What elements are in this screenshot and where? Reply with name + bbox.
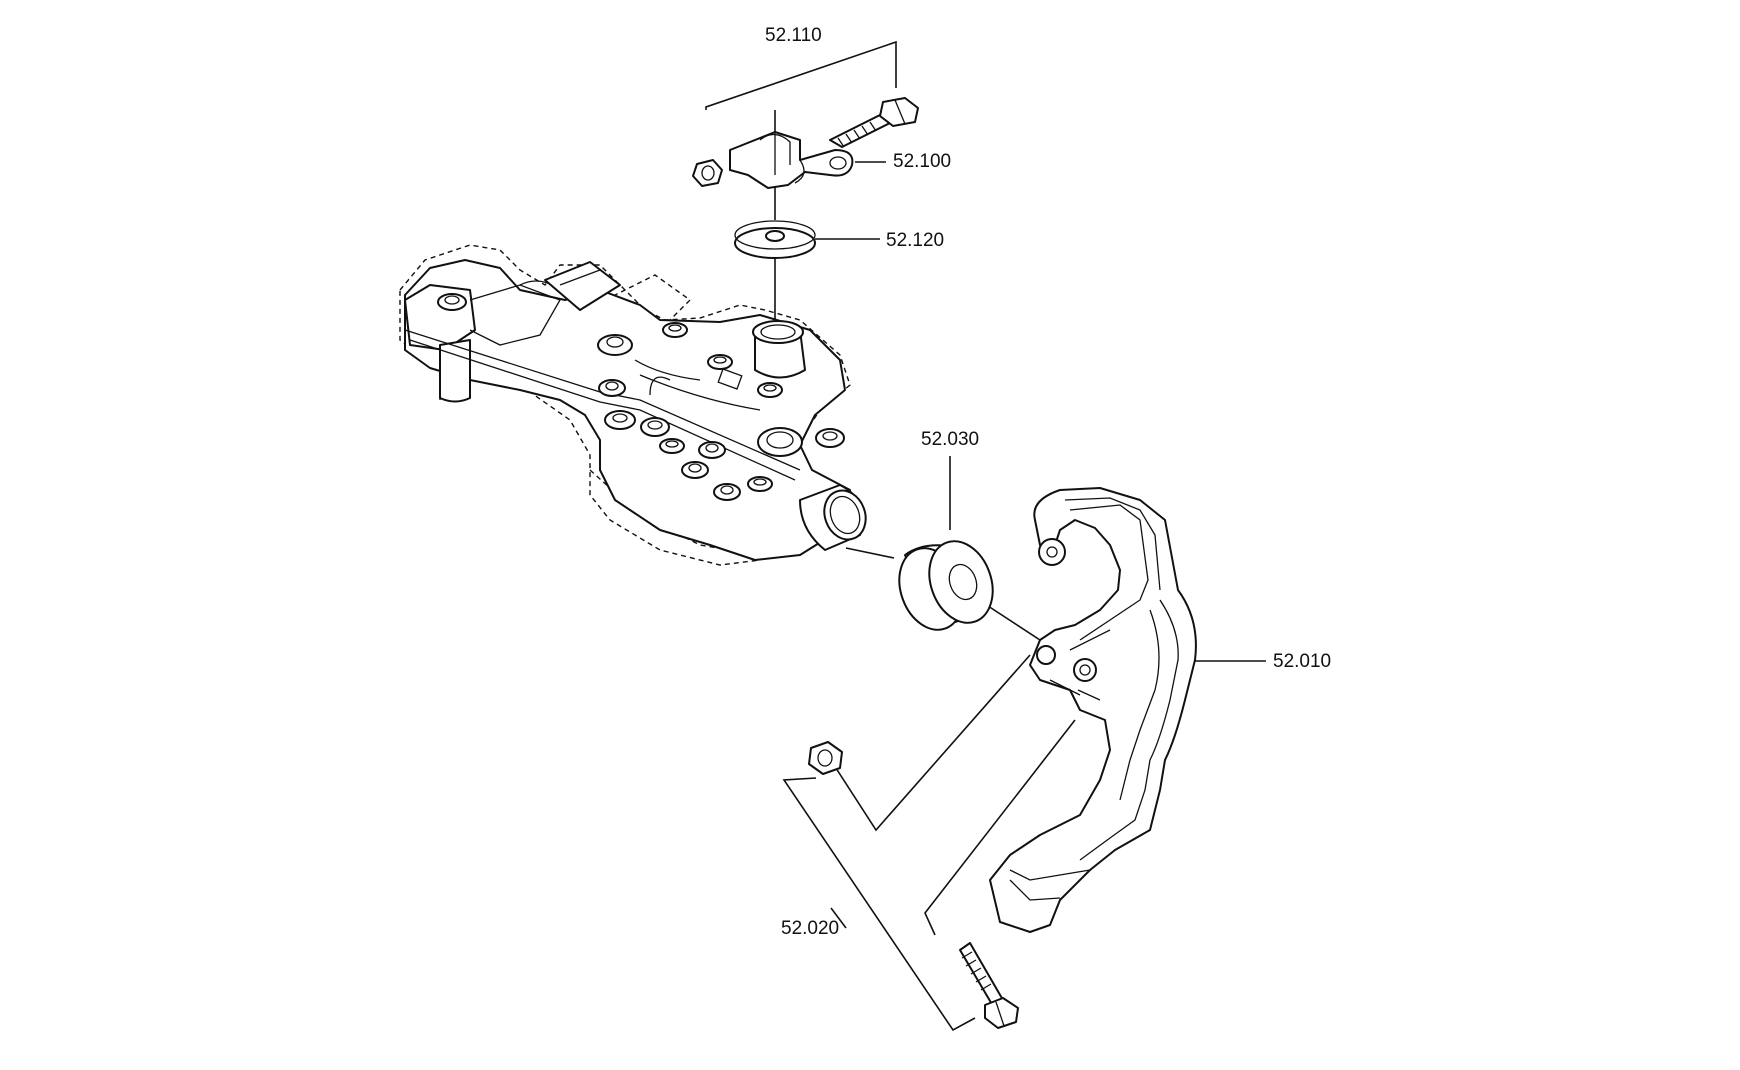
callout-52-100: 52.100 — [893, 151, 951, 172]
callout-52-030: 52.030 — [921, 429, 979, 450]
bushing-52-030 — [898, 540, 994, 631]
nut-52-110 — [692, 159, 723, 187]
callout-52-020: 52.020 — [781, 918, 839, 939]
callout-52-120: 52.120 — [886, 230, 944, 251]
clamp-52-100 — [729, 131, 854, 189]
callout-52-110: 52.110 — [765, 25, 822, 46]
assembly-axis-lines — [774, 110, 1076, 936]
callout-52-010: 52.010 — [1273, 651, 1331, 672]
bolt-52-020 — [959, 942, 1019, 1029]
bracket-52-010 — [989, 487, 1197, 933]
transmission-housing — [399, 244, 867, 566]
washer-52-120 — [734, 220, 816, 259]
bolt-52-110 — [829, 97, 919, 148]
housing-bosses — [597, 322, 845, 501]
nut-52-020 — [808, 741, 843, 775]
leader-lines — [705, 40, 1266, 1032]
